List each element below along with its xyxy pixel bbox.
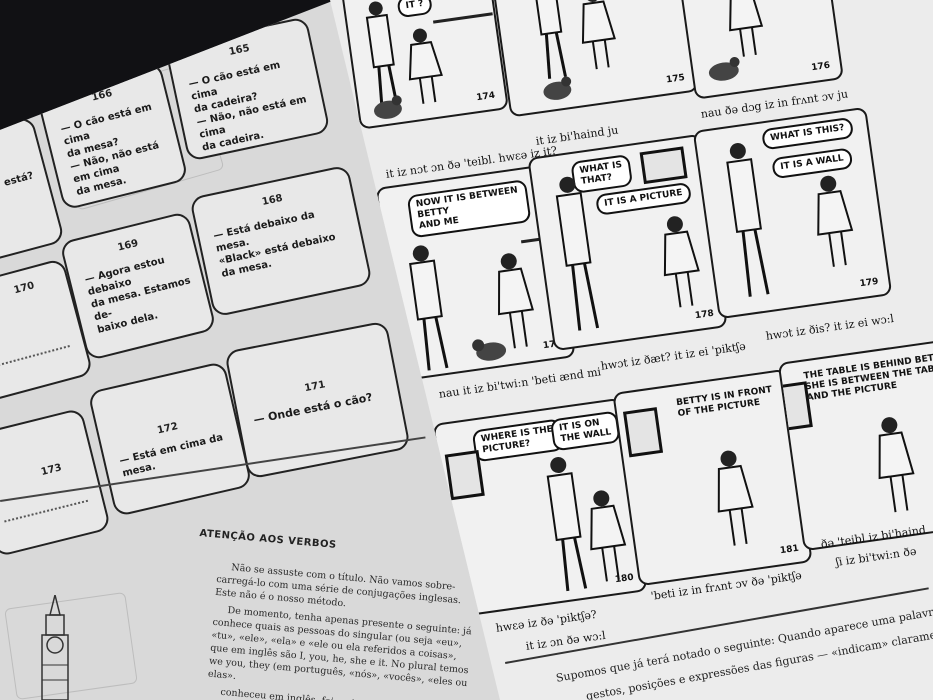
- phonetic-line-180b: it iz ɔn ðə wɔ:l: [525, 628, 607, 653]
- panel-number: 179: [859, 276, 880, 290]
- picture-frame: [639, 146, 688, 185]
- section-body: Não se assuste com o título. Não vamos s…: [206, 560, 477, 700]
- girl-figure: [498, 253, 534, 349]
- panel-caption: BETTY IS IN FRONT OF THE PICTURE: [675, 384, 773, 420]
- left-panel-173: 173: [0, 407, 112, 558]
- right-panel-182: THE TABLE IS BEHIND BETTY SHE IS BETWEEN…: [777, 338, 933, 552]
- girl-figure: [590, 490, 627, 582]
- girl-figure: [581, 0, 616, 70]
- right-panel-178: WHAT IS THAT? IT IS A PICTURE 178: [527, 133, 728, 352]
- left-panel-172: 172 — Está em cima da mesa.: [87, 360, 253, 518]
- phonetic-line-182b: ʃi iz bi'twi:n ðə: [835, 544, 918, 569]
- panel-number: 174: [475, 90, 496, 104]
- panel-number: 175: [665, 72, 686, 86]
- right-panel-181: BETTY IS IN FRONT OF THE PICTURE 181: [612, 368, 813, 587]
- panel-text: — Agora estou debaixo da mesa. Estamos d…: [83, 254, 192, 336]
- dog-figure: [708, 56, 740, 81]
- right-panel-180: WHERE IS THE PICTURE? IT IS ON THE WALL …: [432, 397, 648, 618]
- panel-number: 178: [694, 308, 715, 322]
- dog-figure: [472, 339, 507, 361]
- big-ben-illustration: [41, 595, 69, 700]
- table-line: [432, 12, 493, 24]
- phonetic-line-175: it iz bi'haind ju: [535, 123, 620, 148]
- speech-bubble: IT ?: [396, 0, 433, 19]
- girl-figure: [817, 175, 854, 267]
- panel-number: 180: [614, 572, 635, 586]
- man-figure: [555, 176, 600, 331]
- girl-figure: [729, 0, 764, 57]
- right-panel-179: WHAT IS THIS? IT IS A WALL 179: [692, 106, 893, 320]
- panel-number: 181: [779, 543, 800, 557]
- panel-text: — O cão está em cima da cadeira? — Não, …: [187, 59, 308, 154]
- girl-figure: [878, 417, 915, 513]
- girl-figure: [663, 216, 700, 308]
- left-panel-168: 168 — Está debaixo da mesa. «Black» está…: [189, 164, 373, 318]
- man-figure: [409, 245, 449, 371]
- panel-text: está?: [2, 170, 35, 189]
- right-panel-175: 175: [491, 0, 699, 118]
- panel-number: 176: [810, 60, 831, 74]
- dog-figure: [374, 95, 402, 119]
- answer-dotted-line: [4, 499, 89, 523]
- phonetic-line-178: hwɔt iz ðæt? it iz ei 'piktʃə: [600, 339, 747, 373]
- girl-figure: [408, 28, 443, 104]
- man-figure: [726, 143, 770, 297]
- phonetic-line-180a: hwɛə iz ðə 'piktʃə?: [495, 607, 598, 635]
- right-panel-176: 176: [675, 0, 845, 100]
- man-figure: [546, 457, 588, 592]
- panel-caption: THE TABLE IS BEHIND BETTY SHE IS BETWEEN…: [803, 351, 933, 404]
- phonetic-line-179: hwɔt iz ðis? it iz ei wɔ:l: [765, 312, 895, 343]
- panel-number: 170: [12, 280, 36, 297]
- girl-figure: [717, 450, 754, 546]
- answer-dotted-line: [0, 345, 70, 368]
- speech-bubble: WHAT IS THIS?: [761, 116, 854, 151]
- section-title: ATENÇÃO AOS VERBOS: [199, 528, 338, 551]
- panel-text: — O cão está em cima da mesa? — Não, não…: [59, 101, 161, 199]
- left-panel-165: 165 — O cão está em cima da cadeira? — N…: [164, 16, 331, 162]
- dog-figure: [543, 76, 572, 100]
- left-panel-171: 171 — Onde está o cão?: [224, 320, 411, 480]
- man-figure: [531, 0, 567, 79]
- panel-number: 173: [39, 462, 63, 479]
- picture-frame: [622, 407, 664, 458]
- speech-bubble: IT IS ON THE WALL: [549, 410, 621, 452]
- speech-bubble: NOW IT IS BETWEEN BETTY AND ME: [406, 179, 532, 239]
- right-panel-177: NOW IT IS BETWEEN BETTY AND ME: [375, 163, 576, 382]
- right-panel-174: IT ? 174: [340, 0, 510, 130]
